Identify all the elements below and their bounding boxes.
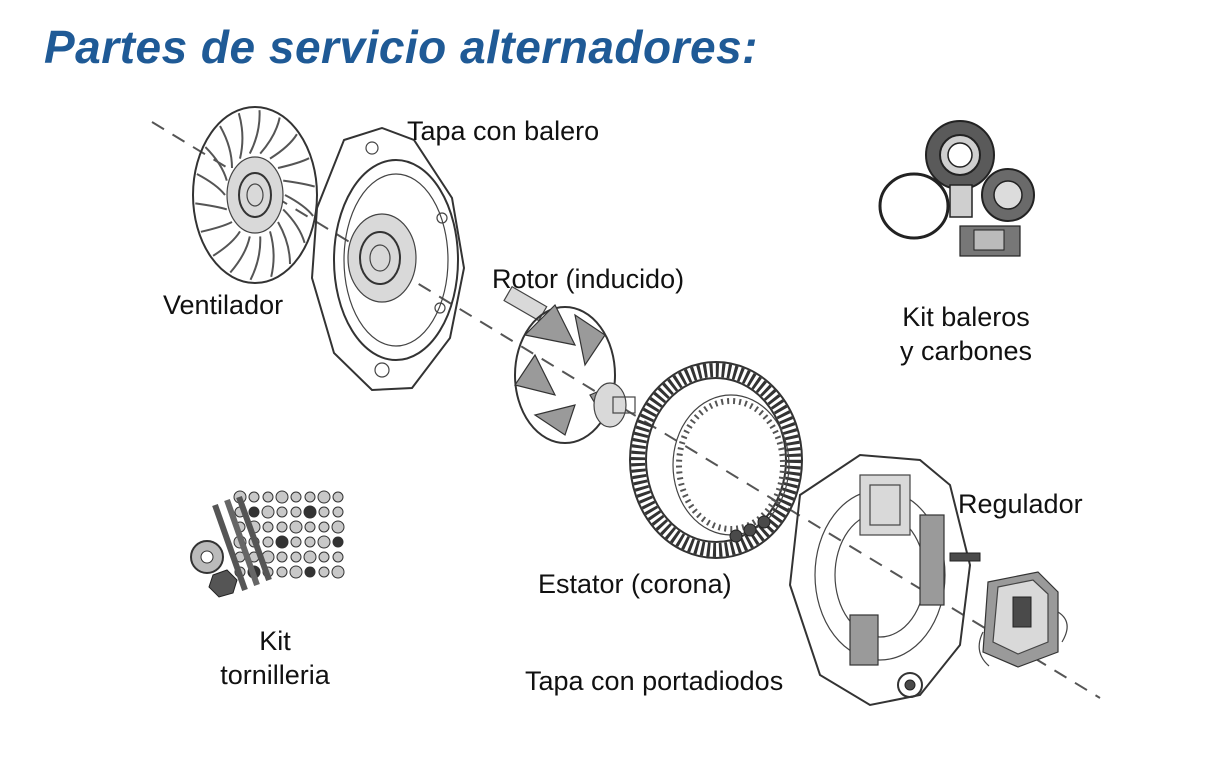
label-tapa-con-balero: Tapa con balero xyxy=(407,116,600,146)
screw-kit-piece xyxy=(332,491,344,503)
label-rotor: Rotor (inducido) xyxy=(492,264,685,294)
regulator-icon xyxy=(978,571,1068,668)
screw-kit-piece xyxy=(289,565,303,579)
screw-kit-piece xyxy=(318,506,330,518)
screw-kit-piece xyxy=(304,566,316,578)
screw-kit-piece xyxy=(276,566,288,578)
screw-kit-piece xyxy=(248,506,260,518)
fan-icon xyxy=(192,106,318,284)
label-kit-tornilleria-line1: Kit xyxy=(259,626,291,656)
screw-kit-piece xyxy=(331,520,345,534)
screw-kit-piece xyxy=(304,521,316,533)
screw-kit-piece xyxy=(290,491,302,503)
screw-kit-piece xyxy=(262,521,274,533)
rotor-icon xyxy=(503,285,636,444)
screw-kit-piece xyxy=(275,490,289,504)
screw-kit-piece xyxy=(290,506,302,518)
screw-kit-piece xyxy=(318,551,330,563)
screw-kit-piece xyxy=(304,536,316,548)
stator-icon xyxy=(629,361,803,559)
end-cap-icon xyxy=(310,126,466,392)
fan-blade xyxy=(259,117,281,155)
screw-kit-piece xyxy=(289,520,303,534)
screw-kit-piece xyxy=(331,565,345,579)
screw-kit-piece xyxy=(332,536,344,548)
screw-kit-piece xyxy=(318,566,330,578)
screw-kit-piece xyxy=(332,506,344,518)
label-ventilador: Ventilador xyxy=(163,290,284,320)
screw-kit-piece xyxy=(318,521,330,533)
fan-blade xyxy=(204,146,228,181)
fan-blade xyxy=(269,133,298,160)
label-kit-baleros: Kit baleros y carbones xyxy=(866,300,1066,368)
screw-kit-piece xyxy=(290,551,302,563)
screw-kit-piece xyxy=(262,536,274,548)
screw-kit-piece xyxy=(332,551,344,563)
fan-blade xyxy=(283,179,315,188)
label-kit-baleros-line2: y carbones xyxy=(899,336,1033,366)
screw-kit-piece xyxy=(276,521,288,533)
fan-blade xyxy=(282,208,306,244)
fan-blade xyxy=(269,231,275,278)
screw-kit-piece xyxy=(248,491,260,503)
fan-blade xyxy=(219,125,233,169)
screw-kit-piece xyxy=(290,536,302,548)
fan-blade xyxy=(284,194,314,217)
screw-kit-piece xyxy=(317,490,331,504)
screw-kit-piece xyxy=(261,505,275,519)
screw-kit-piece xyxy=(276,506,288,518)
fan-blade xyxy=(195,202,228,211)
screw-kit-piece xyxy=(303,505,317,519)
screw-kit-piece xyxy=(275,535,289,549)
screw-kit-piece xyxy=(276,551,288,563)
bearings-kit-icon xyxy=(878,120,1035,257)
screws-kit-icon xyxy=(190,490,345,598)
screw-kit-piece xyxy=(304,491,316,503)
fan-blade xyxy=(277,157,310,169)
label-regulador: Regulador xyxy=(958,489,1083,519)
rear-housing-icon xyxy=(788,453,981,707)
fan-blade xyxy=(248,110,261,155)
label-kit-tornilleria-line2: tornilleria xyxy=(220,660,330,690)
page-title: Partes de servicio alternadores: xyxy=(44,21,758,73)
screw-kit-piece xyxy=(262,491,274,503)
label-estator: Estator (corona) xyxy=(538,569,732,599)
fan-blade xyxy=(237,112,244,159)
label-kit-tornilleria: Kit tornilleria xyxy=(185,624,365,692)
label-kit-baleros-line1: Kit baleros xyxy=(902,302,1030,332)
fan-blade xyxy=(212,230,241,257)
fan-blade xyxy=(277,221,291,265)
fan-blade xyxy=(200,221,233,233)
fan-blade xyxy=(249,236,262,281)
screw-kit-piece xyxy=(317,535,331,549)
fan-blade xyxy=(196,173,226,196)
label-tapa-con-portadiodos: Tapa con portadiodos xyxy=(525,666,784,696)
fan-blade xyxy=(229,236,251,274)
screw-kit-piece xyxy=(303,550,317,564)
